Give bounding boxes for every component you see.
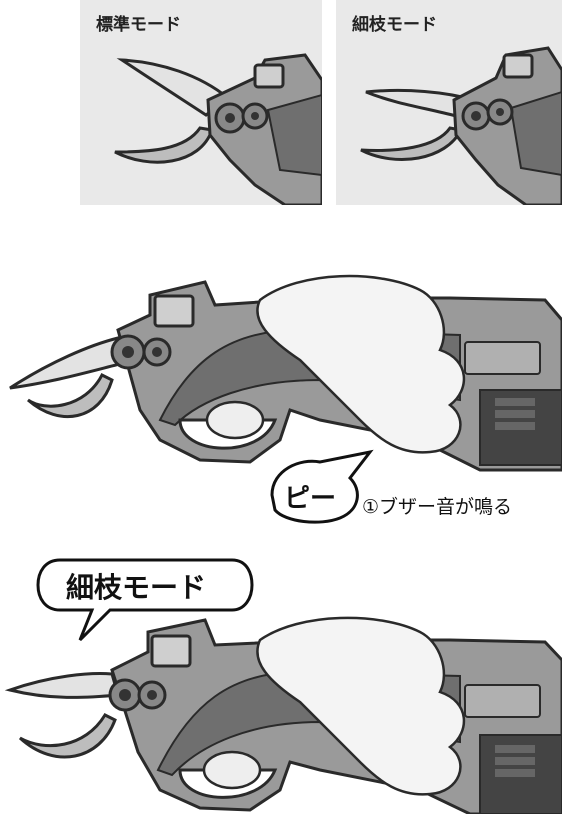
- standard-mode-label: 標準モード: [96, 15, 181, 35]
- standard-mode-panel: 標準モード: [80, 0, 322, 205]
- fine-branch-pruner-illustration: [360, 46, 562, 205]
- fine-branch-mode-panel: 細枝モード: [336, 0, 562, 205]
- beep-sound-text: ピー: [284, 484, 337, 514]
- standard-mode-pruner-illustration: [114, 53, 322, 205]
- fine-branch-mode-bubble-label: 細枝モード: [66, 571, 207, 604]
- fine-branch-mode-label: 細枝モード: [352, 15, 437, 35]
- buzzer-caption: ①ブザー音が鳴る: [362, 496, 513, 518]
